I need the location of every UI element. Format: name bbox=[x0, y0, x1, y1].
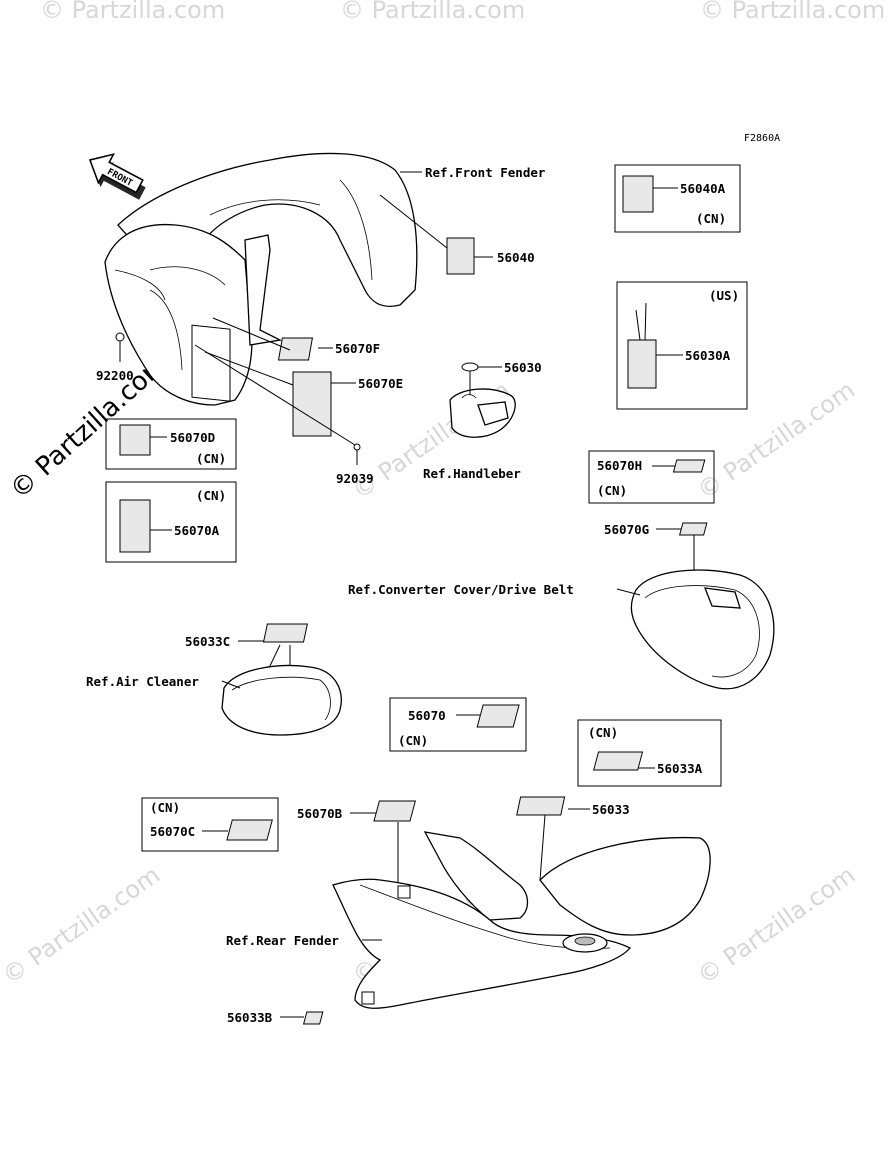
decal-56040a bbox=[622, 175, 654, 213]
front-arrow-icon: FRONT bbox=[89, 153, 146, 200]
decal-56033b bbox=[302, 1011, 324, 1025]
box-56040a bbox=[614, 164, 741, 233]
decal-56033 bbox=[516, 796, 566, 816]
callout-56070a: 56070A bbox=[174, 523, 220, 538]
callout-56070h: 56070H bbox=[597, 458, 642, 473]
decal-56070 bbox=[476, 704, 520, 728]
watermark-text: © Partzilla.com bbox=[692, 861, 860, 990]
callout-56033a: 56033A bbox=[657, 761, 703, 776]
handlebar-cover bbox=[449, 388, 516, 438]
decal-56070f bbox=[277, 337, 313, 361]
callout-ref-rear-fender: Ref.Rear Fender bbox=[226, 933, 339, 948]
decal-56030 bbox=[461, 362, 479, 372]
decal-56030a bbox=[627, 339, 657, 389]
watermark-text: © Partzilla.com bbox=[0, 861, 165, 990]
air-cleaner-cover bbox=[221, 664, 342, 736]
callout-56040a: 56040A bbox=[680, 181, 726, 196]
callout-56030: 56030 bbox=[504, 360, 542, 375]
callout-56070d-cn: (CN) bbox=[196, 451, 226, 466]
callout-ref-handlebar: Ref.Handleber bbox=[423, 466, 521, 481]
figure-code: F2860A bbox=[744, 133, 780, 144]
screw-92039 bbox=[353, 443, 361, 451]
callout-56040: 56040 bbox=[497, 250, 535, 265]
box-56033a bbox=[577, 719, 722, 787]
decal-56070a bbox=[119, 499, 151, 553]
callout-56070b: 56070B bbox=[297, 806, 343, 821]
callout-56030a: 56030A bbox=[685, 348, 731, 363]
rear-fender bbox=[332, 831, 711, 1009]
callout-56033a-cn: (CN) bbox=[588, 725, 618, 740]
decal-56070h bbox=[672, 459, 706, 473]
callout-56033c: 56033C bbox=[185, 634, 230, 649]
callout-ref-converter: Ref.Converter Cover/Drive Belt bbox=[348, 582, 574, 597]
callout-56070c-cn: (CN) bbox=[150, 800, 180, 815]
watermark-text: © Partzilla.com bbox=[692, 376, 860, 505]
watermark-text: © Partzilla.com bbox=[40, 0, 225, 24]
front-fender bbox=[104, 152, 418, 406]
callout-56070a-cn: (CN) bbox=[196, 488, 226, 503]
callout-56070e: 56070E bbox=[358, 376, 403, 391]
decal-56070c bbox=[226, 819, 273, 841]
callout-56033b: 56033B bbox=[227, 1010, 273, 1025]
watermark-text: © Partzilla.com bbox=[340, 0, 525, 24]
callout-92039: 92039 bbox=[336, 471, 374, 486]
box-56070a bbox=[105, 481, 237, 563]
decal-56033a bbox=[593, 751, 644, 771]
watermark-text: © Partzilla.com bbox=[700, 0, 885, 24]
box-56070c bbox=[141, 797, 279, 852]
decal-56033c bbox=[262, 623, 308, 643]
callout-56070g: 56070G bbox=[604, 522, 649, 537]
decal-56070g bbox=[679, 522, 708, 536]
box-56070d bbox=[105, 418, 237, 470]
decal-56070e bbox=[292, 371, 332, 437]
callout-92200: 92200 bbox=[96, 368, 134, 383]
callout-56070f: 56070F bbox=[335, 341, 380, 356]
callout-56070c: 56070C bbox=[150, 824, 195, 839]
decal-56070d bbox=[119, 424, 151, 456]
box-56030a bbox=[616, 281, 748, 410]
callout-56033: 56033 bbox=[592, 802, 630, 817]
callout-ref-air-cleaner: Ref.Air Cleaner bbox=[86, 674, 199, 689]
callout-56070d: 56070D bbox=[170, 430, 215, 445]
converter-cover bbox=[630, 569, 775, 690]
callout-ref-front-fender: Ref.Front Fender bbox=[425, 165, 546, 180]
decal-56070b bbox=[373, 800, 417, 822]
callout-56070-cn: (CN) bbox=[398, 733, 428, 748]
box-56070h bbox=[588, 450, 715, 504]
clip-92200 bbox=[115, 332, 125, 342]
callout-56030a-us: (US) bbox=[709, 288, 739, 303]
callout-56070h-cn: (CN) bbox=[597, 483, 627, 498]
callout-56070: 56070 bbox=[408, 708, 446, 723]
box-56070 bbox=[389, 697, 527, 752]
callout-56040a-cn: (CN) bbox=[696, 211, 726, 226]
decal-56040 bbox=[446, 237, 475, 275]
